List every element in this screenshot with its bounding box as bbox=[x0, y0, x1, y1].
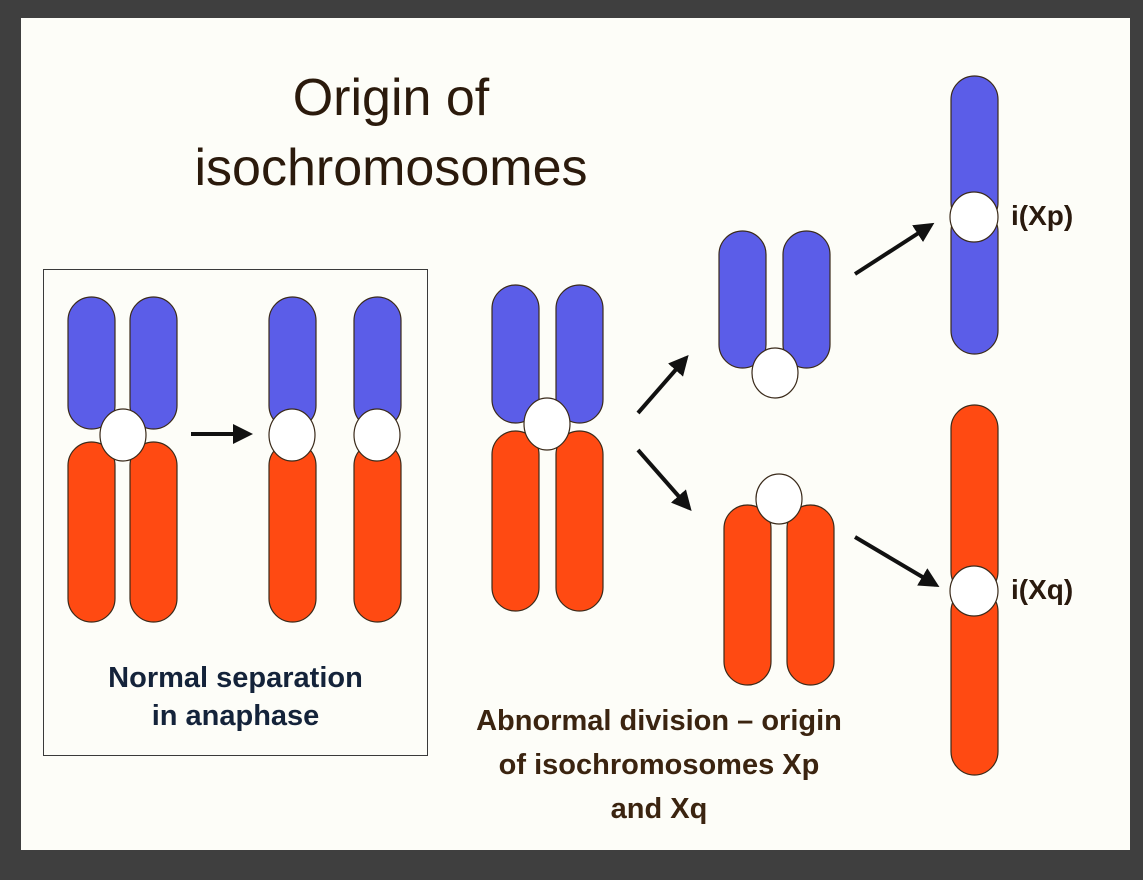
q-arm bbox=[787, 505, 834, 685]
q-arm bbox=[492, 431, 539, 611]
centromere bbox=[269, 409, 315, 461]
q-arm bbox=[354, 442, 401, 622]
normal-chromatid-right bbox=[354, 297, 401, 622]
centromere bbox=[756, 474, 802, 524]
centromere bbox=[752, 348, 798, 398]
caption-line: Normal separation bbox=[43, 659, 428, 697]
q-arm bbox=[724, 505, 771, 685]
p-arm bbox=[492, 285, 539, 423]
arrow bbox=[855, 537, 936, 585]
normal-chromosome-before bbox=[68, 297, 177, 622]
normal-separation-caption: Normal separation in anaphase bbox=[43, 659, 428, 735]
q-arm bbox=[130, 442, 177, 622]
centromere bbox=[950, 566, 998, 616]
isochromosome-xp bbox=[950, 76, 998, 354]
q-arm bbox=[68, 442, 115, 622]
q-arm bbox=[556, 431, 603, 611]
centromere bbox=[100, 409, 146, 461]
abnormal-chromosome bbox=[492, 285, 603, 611]
p-arm bbox=[68, 297, 115, 429]
label-i-xp: i(Xp) bbox=[1011, 200, 1073, 232]
caption-line: and Xq bbox=[439, 787, 879, 831]
p-arm bbox=[130, 297, 177, 429]
p-arm bbox=[719, 231, 766, 368]
arrow bbox=[638, 450, 689, 508]
p-arm-pair bbox=[719, 231, 830, 398]
caption-line: of isochromosomes Xp bbox=[439, 743, 879, 787]
caption-line: in anaphase bbox=[43, 697, 428, 735]
p-arm bbox=[556, 285, 603, 423]
centromere bbox=[524, 398, 570, 450]
arrow bbox=[638, 358, 686, 413]
label-i-xq: i(Xq) bbox=[1011, 574, 1073, 606]
centromere bbox=[950, 192, 998, 242]
normal-chromatid-left bbox=[269, 297, 316, 622]
slide: Origin of isochromosomes bbox=[21, 18, 1130, 850]
isochromosome-xq bbox=[950, 405, 998, 775]
abnormal-division-caption: Abnormal division – origin of isochromos… bbox=[439, 699, 879, 831]
caption-line: Abnormal division – origin bbox=[439, 699, 879, 743]
centromere bbox=[354, 409, 400, 461]
p-arm bbox=[783, 231, 830, 368]
q-arm-pair bbox=[724, 474, 834, 685]
arrow bbox=[855, 225, 931, 274]
q-arm bbox=[269, 442, 316, 622]
